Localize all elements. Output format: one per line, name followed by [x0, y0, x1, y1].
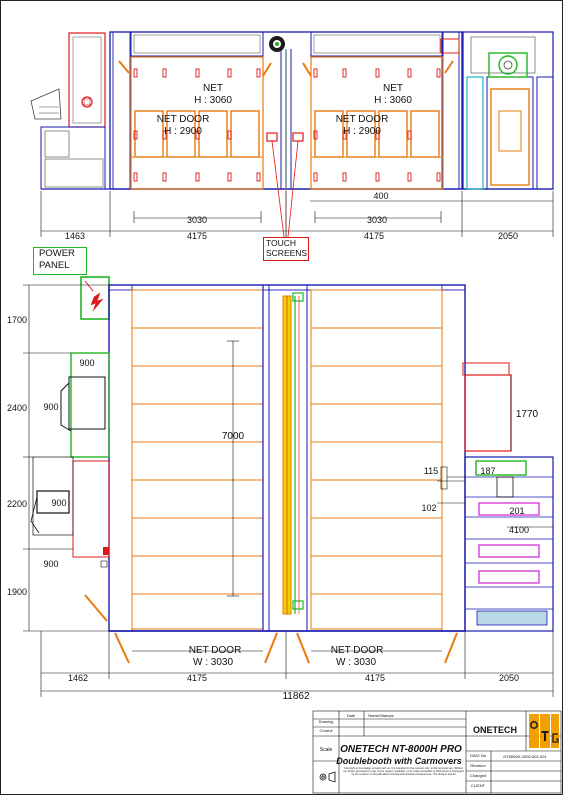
- left-exhaust-unit: [30, 32, 106, 190]
- row-value-dwg: NT8000H-2000-501-001: [503, 754, 547, 759]
- dim-1770: 1770: [516, 409, 539, 420]
- plan-net-door-width-1: W : 3030: [193, 657, 233, 668]
- booth1-net-panels: [130, 56, 264, 190]
- right-side-units: [440, 362, 554, 632]
- row-label-changed: Changed: [470, 773, 486, 778]
- scale-label: Scale: [320, 747, 333, 753]
- dim-left-1700: 1700: [7, 315, 27, 325]
- dim-bottom-1: 1462: [68, 673, 88, 683]
- booth1-plan: [131, 285, 264, 631]
- title-header-name: Name/Stamps: [368, 713, 393, 718]
- burner-box: [488, 52, 528, 78]
- booth1-net-height: H : 3060: [194, 95, 232, 106]
- plan-view: [23, 276, 554, 697]
- booth2-net-height: H : 3060: [374, 95, 412, 106]
- touch-screen-right: [292, 132, 304, 142]
- elevation-view: [30, 31, 554, 238]
- booth2-net-panels: [310, 56, 444, 190]
- projection-symbol-icon: [319, 771, 336, 783]
- booth1-net-door-label: NET DOOR: [157, 114, 210, 125]
- dim-187: 187: [480, 466, 495, 476]
- company-logo: [529, 714, 559, 748]
- row-label-client: CLIENT: [471, 783, 486, 788]
- plan-net-door-1: NET DOOR: [189, 645, 242, 656]
- dim-115: 115: [424, 466, 438, 476]
- dim-bottom-4: 2050: [499, 673, 519, 683]
- booth2-net-door-height: H : 2900: [343, 126, 381, 137]
- dim-outer-2: 4175: [187, 231, 207, 241]
- title-header-control: Control: [320, 728, 333, 733]
- dim-inner-1: 3030: [187, 215, 207, 225]
- dim-201: 201: [509, 506, 524, 516]
- dim-bottom-3: 4175: [365, 673, 385, 683]
- dim-7000: 7000: [222, 431, 245, 442]
- dim-400: 400: [373, 191, 388, 201]
- booth2-plan: [310, 289, 443, 630]
- title-header-date: Date: [347, 713, 356, 718]
- dim-outer-1: 1463: [65, 231, 85, 241]
- row-label-dwg: DWG No: [470, 753, 487, 758]
- dim-102: 102: [421, 503, 436, 513]
- fan-icon: [498, 55, 518, 75]
- dim-4100: 4100: [509, 525, 529, 535]
- dim-left-1900: 1900: [7, 587, 27, 597]
- dim-bottom-2: 4175: [187, 673, 207, 683]
- right-air-handling-unit: [440, 31, 554, 190]
- lightning-icon: [90, 292, 104, 312]
- booth2-net-label: NET: [383, 83, 403, 94]
- brand-name: ONETECH: [473, 725, 517, 735]
- row-label-revision: Revision: [470, 763, 485, 768]
- title-header-drawing: Drawing: [319, 719, 334, 724]
- dim-total: 11862: [282, 691, 310, 702]
- dim-side-900-c: 900: [51, 498, 66, 508]
- dim-inner-2: 3030: [367, 215, 387, 225]
- touch-screens-label: TOUCH SCREENS: [263, 237, 309, 261]
- center-partition: [268, 285, 308, 631]
- booth2-net-door-label: NET DOOR: [336, 114, 389, 125]
- copyright-text: Copyright to this design remains with us…: [343, 767, 464, 776]
- dim-outer-4: 2050: [498, 231, 518, 241]
- plan-net-door-width-2: W : 3030: [336, 657, 376, 668]
- dim-side-900-b: 900: [43, 402, 58, 412]
- power-panel-label: POWER PANEL: [33, 247, 87, 275]
- product-title: ONETECH NT-8000H PRO: [340, 744, 462, 755]
- touch-screen-left: [266, 132, 278, 142]
- dim-left-2200: 2200: [7, 499, 27, 509]
- product-subtitle: Doublebooth with Carmovers: [336, 756, 462, 766]
- fan-icon: [81, 96, 93, 108]
- dim-left-2400: 2400: [7, 403, 27, 413]
- booth1-net-door-height: H : 2900: [164, 126, 202, 137]
- door-leaves: [84, 594, 458, 664]
- left-side-units: [30, 352, 110, 568]
- booth1-net-label: NET: [203, 83, 223, 94]
- dim-side-900-d: 900: [43, 559, 58, 569]
- dim-outer-3: 4175: [364, 231, 384, 241]
- plan-net-door-2: NET DOOR: [331, 645, 384, 656]
- title-block: [312, 710, 562, 794]
- dim-side-900-a: 900: [79, 358, 94, 368]
